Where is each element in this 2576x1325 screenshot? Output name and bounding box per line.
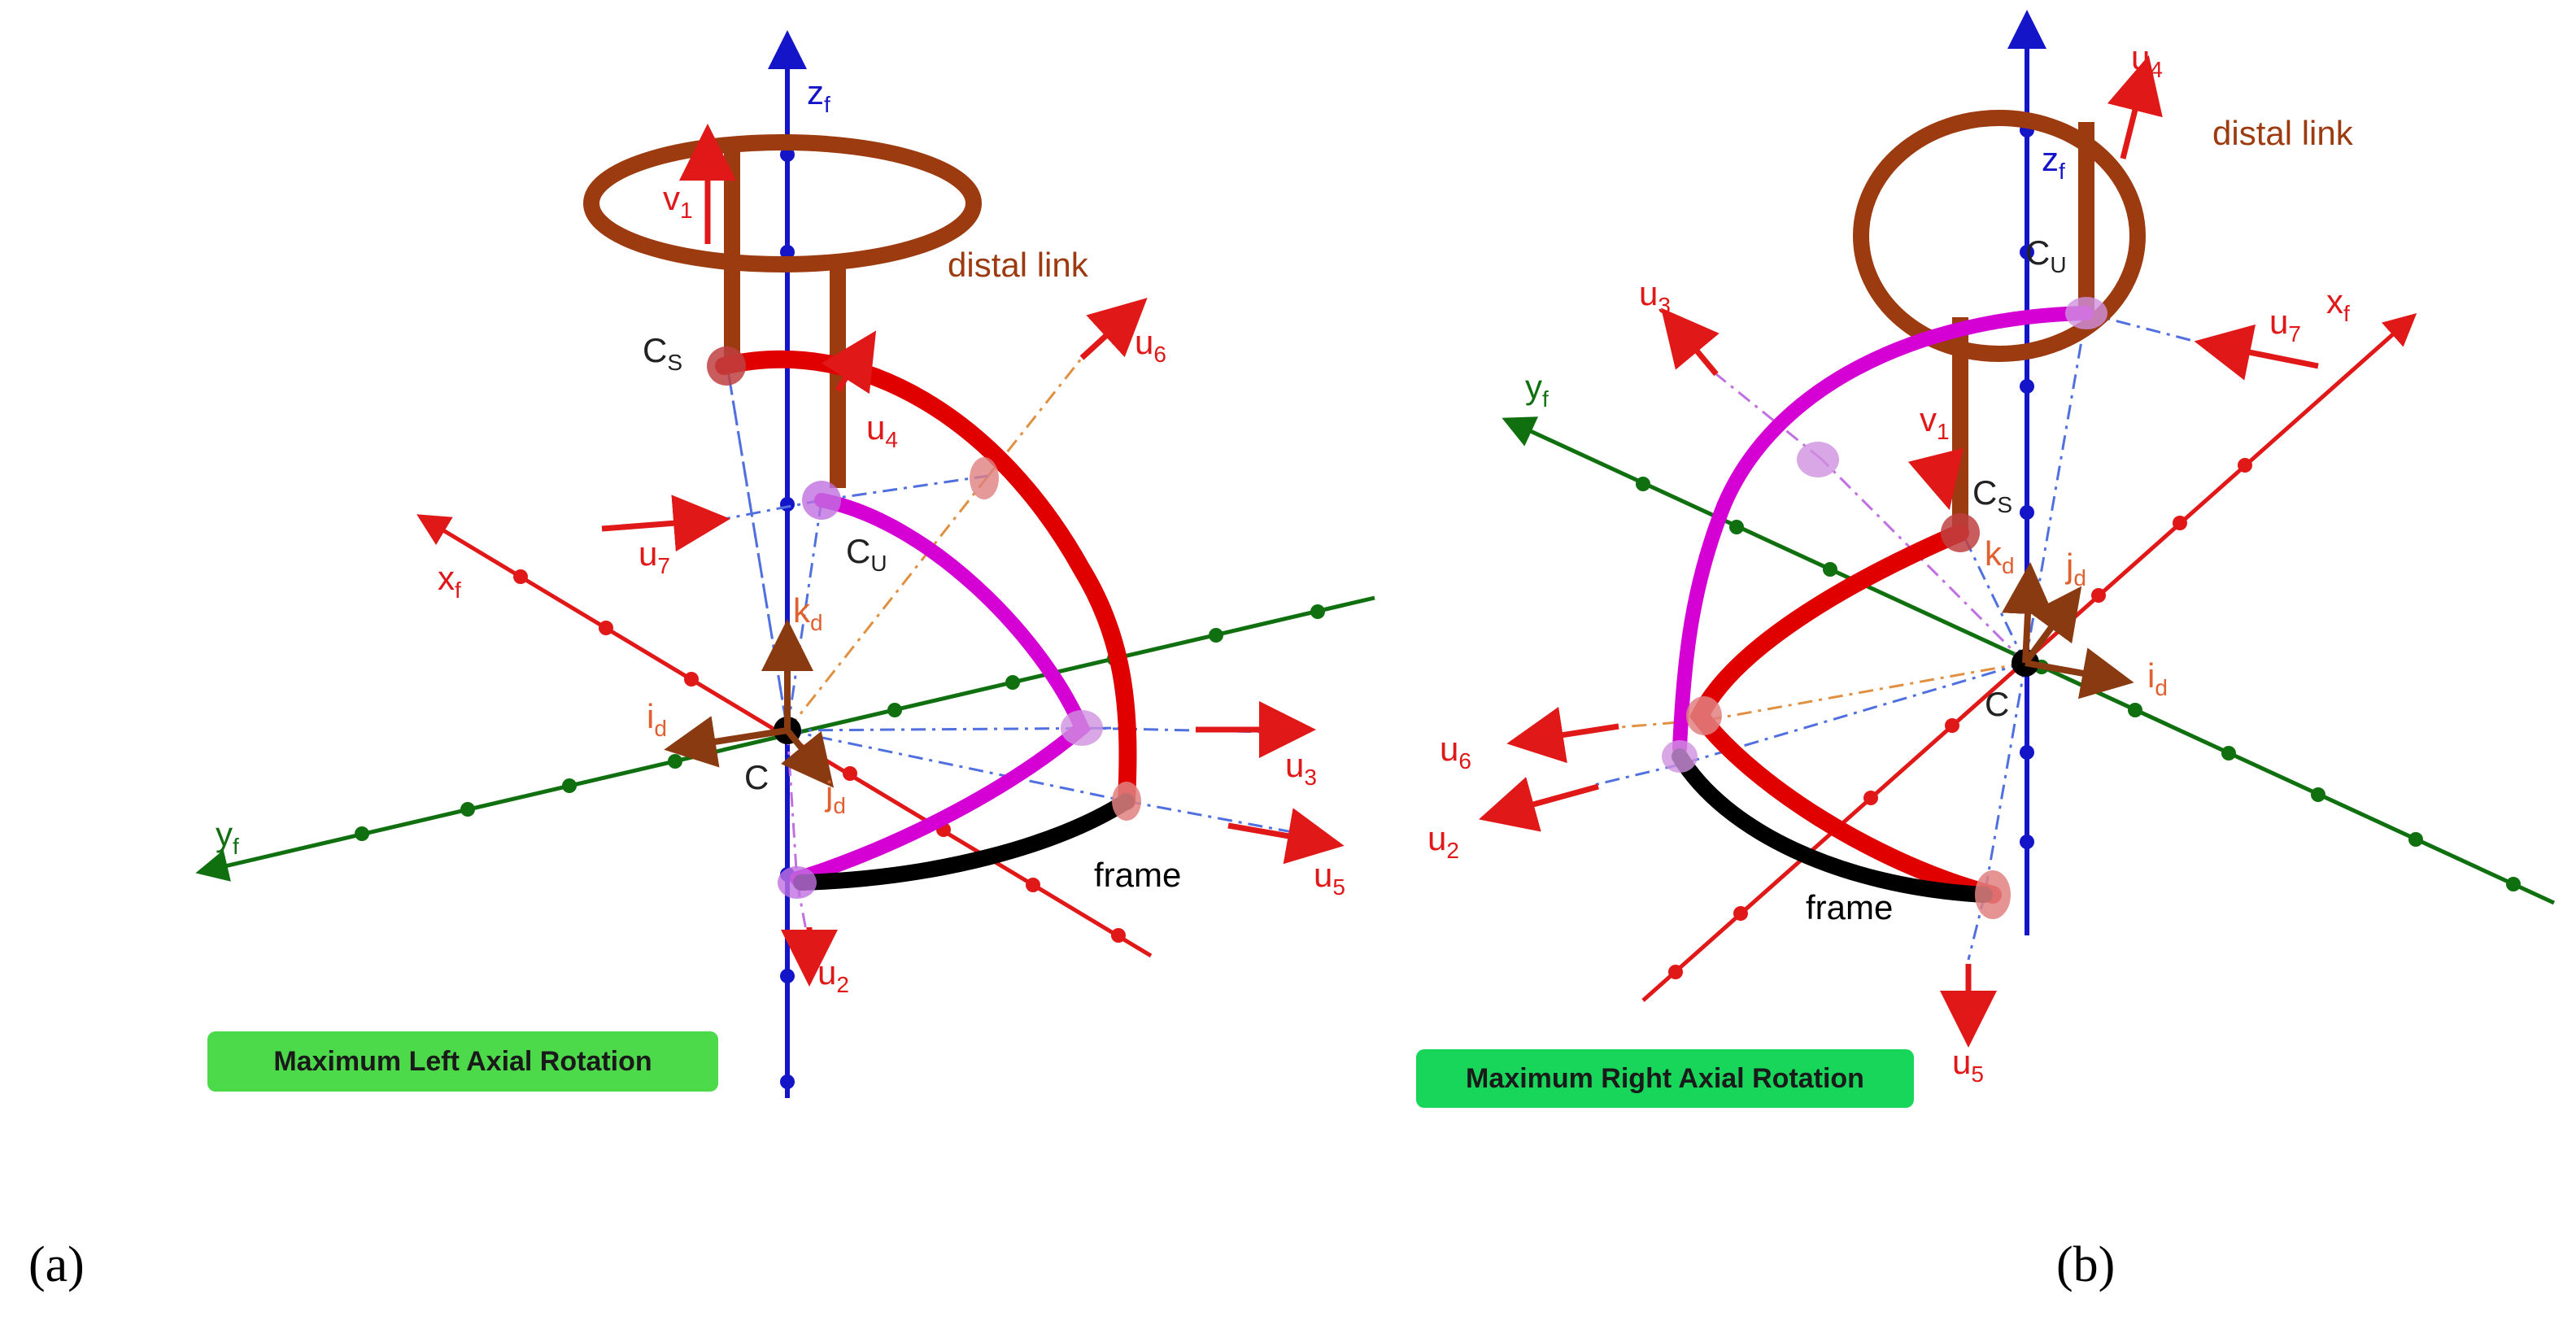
caption-badge-a: Maximum Left Axial Rotation xyxy=(207,1031,718,1092)
y-axis-label-a: yf xyxy=(216,815,239,859)
v1-label-b: v1 xyxy=(1920,400,1950,444)
u6-label-a: u6 xyxy=(1135,323,1166,367)
z-axis-b xyxy=(2007,10,2046,935)
u7-label-b: u7 xyxy=(2269,303,2301,347)
cs-label-b: CS xyxy=(1972,473,2012,517)
u2-label-a: u2 xyxy=(817,953,849,997)
magenta-link-b xyxy=(1672,306,2094,756)
frame-label-b: frame xyxy=(1806,888,1893,926)
center-label-b: C xyxy=(1985,685,2009,723)
z-axis-label-a: zf xyxy=(807,73,830,117)
u5-label-b: u5 xyxy=(1952,1043,1984,1087)
kd-label-a: kd xyxy=(793,591,823,635)
cs-label-a: CS xyxy=(643,331,682,375)
frame-link-a xyxy=(793,793,1135,891)
u4-label-a: u4 xyxy=(866,408,898,452)
u-vectors-b xyxy=(1479,54,2319,1048)
x-axis-label-a: xf xyxy=(438,559,461,603)
panel-b: zf xf yf distal link frame C CS CU v1 u2… xyxy=(1427,10,2556,1087)
kd-label-b: kd xyxy=(1985,534,2015,578)
u3-label-a: u3 xyxy=(1285,746,1317,790)
jd-label-a: jd xyxy=(824,774,846,818)
y-axis-label-b: yf xyxy=(1525,368,1549,412)
joints-a xyxy=(707,347,1141,899)
u5-label-a: u5 xyxy=(1314,856,1345,900)
z-axis-label-b: zf xyxy=(2042,140,2065,184)
u-vectors-a xyxy=(601,124,1345,987)
distal-link-a xyxy=(583,134,982,488)
id-label-a: id xyxy=(647,697,667,741)
u7-label-a: u7 xyxy=(639,534,670,578)
u3-label-b: u3 xyxy=(1639,274,1671,318)
caption-badge-b: Maximum Right Axial Rotation xyxy=(1416,1049,1914,1108)
local-frame-a xyxy=(664,619,835,788)
panel-letter-b: (b) xyxy=(2056,1237,2116,1292)
x-axis-label-b: xf xyxy=(2326,282,2350,326)
z-axis-a xyxy=(768,30,807,1098)
u4-label-b: u4 xyxy=(2131,38,2163,82)
distal-link-label-a: distal link xyxy=(948,246,1089,284)
distal-link-label-b: distal link xyxy=(2212,114,2354,152)
center-label-a: C xyxy=(744,758,769,796)
jd-label-b: jd xyxy=(2064,547,2086,591)
local-frame-b xyxy=(2002,562,2134,700)
id-label-b: id xyxy=(2147,656,2168,700)
frame-label-a: frame xyxy=(1094,856,1181,894)
u2-label-b: u2 xyxy=(1427,819,1459,863)
magenta-link-a xyxy=(790,493,1091,886)
cu-label-a: CU xyxy=(846,532,887,576)
u6-label-b: u6 xyxy=(1440,730,1471,774)
panel-letter-a: (a) xyxy=(28,1237,85,1292)
cu-label-b: CU xyxy=(2025,233,2067,277)
labels-a: zf xf yf distal link frame C CS CU v1 u2… xyxy=(216,73,1345,997)
labels-b: zf xf yf distal link frame C CS CU v1 u2… xyxy=(1427,38,2354,1087)
v1-label-a: v1 xyxy=(663,179,693,223)
joints-b xyxy=(1662,297,2107,919)
frame-link-b xyxy=(1672,748,1993,903)
panel-a: zf xf yf distal link frame C CS CU v1 u2… xyxy=(195,30,1375,1098)
